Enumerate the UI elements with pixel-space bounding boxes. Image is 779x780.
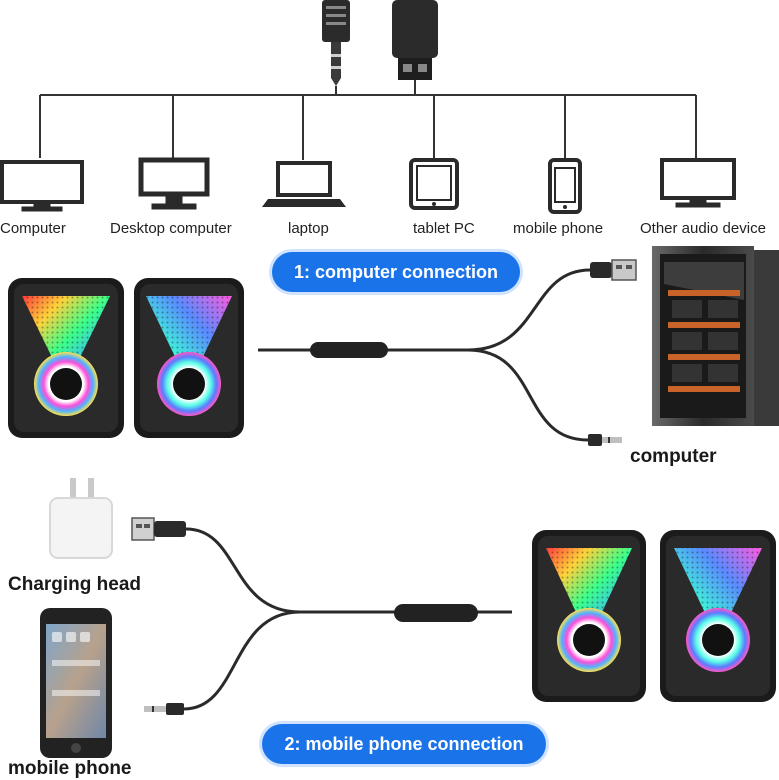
computer-monitor-icon	[0, 160, 84, 212]
speaker-cable-2	[183, 527, 512, 711]
speaker-left-2	[532, 530, 646, 702]
speaker-right-2	[660, 530, 776, 702]
speaker-cable-1	[258, 268, 591, 442]
audio-connector-2	[144, 703, 184, 715]
device-label-computer: Computer	[0, 220, 66, 237]
device-tree-lines	[39, 80, 697, 160]
charging-head-label: Charging head	[8, 574, 142, 595]
other-device-monitor-icon	[660, 158, 736, 208]
section-title-mobile-connection: 2: mobile phone connection	[262, 724, 546, 764]
section-title-computer-connection: 1: computer connection	[272, 252, 520, 292]
computer-tower-image	[652, 246, 779, 426]
volume-controller-1	[310, 342, 388, 358]
speaker-right-1	[134, 278, 244, 438]
desktop-computer-icon	[138, 157, 210, 210]
speaker-left-1	[8, 278, 124, 438]
mobile-phone-image	[40, 608, 112, 758]
device-label-laptop: laptop	[288, 220, 329, 237]
mobile-phone-label: mobile phone	[8, 758, 132, 779]
usb-connector-2	[131, 517, 186, 541]
audio-jack-plug-icon	[322, 0, 350, 86]
audio-connector-1	[588, 434, 622, 446]
phone-icon	[548, 158, 582, 214]
device-label-other: Other audio device	[640, 220, 766, 237]
laptop-icon	[262, 161, 346, 207]
charging-head-image	[49, 478, 113, 559]
usb-connector-1	[590, 259, 637, 281]
tablet-icon	[409, 158, 459, 210]
device-label-phone: mobile phone	[513, 220, 604, 237]
volume-controller-2	[394, 604, 478, 622]
computer-label: computer	[630, 446, 717, 467]
device-label-desktop: Desktop computer	[110, 220, 232, 237]
device-label-tablet: tablet PC	[413, 220, 475, 237]
usb-plug-icon	[392, 0, 438, 80]
